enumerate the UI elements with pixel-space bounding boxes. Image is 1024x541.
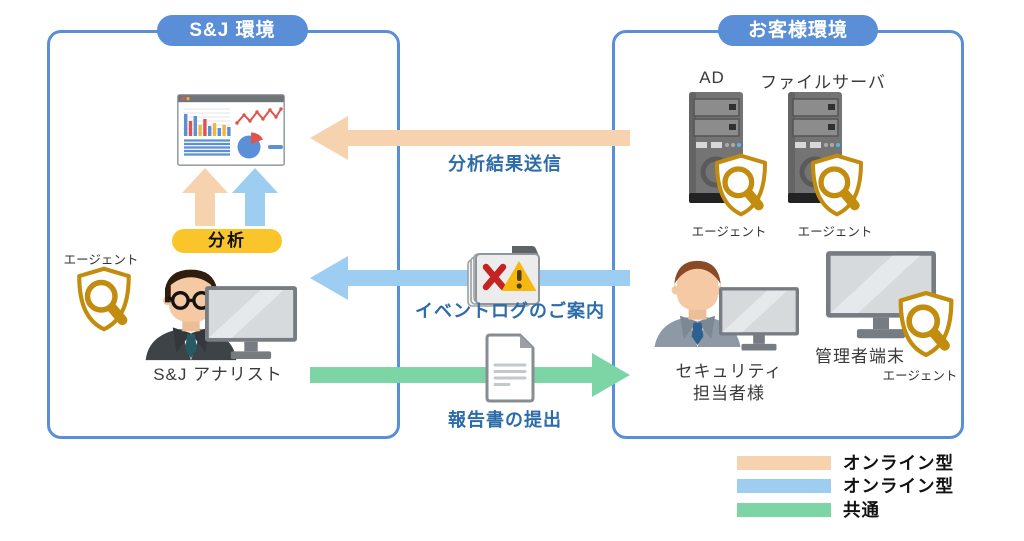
security-officer-label-line1: セキュリティ: [675, 362, 783, 381]
report-arrow: [310, 353, 630, 397]
legend-label-online-blue: オンライン型: [843, 476, 954, 496]
security-officer-monitor-icon: [719, 287, 799, 354]
ad-server-label: AD: [699, 68, 725, 87]
analysis-label: 分析: [172, 229, 282, 253]
analysis-input-up-arrow-online-icon: [182, 168, 228, 226]
sj-agent-shield-icon: [73, 266, 135, 332]
analyst-label: S&J アナリスト: [153, 365, 283, 384]
legend-label-common: 共通: [843, 500, 880, 520]
legend-label-online-orange: オンライン型: [843, 453, 954, 473]
analysis-input-up-arrow-event-icon: [232, 168, 278, 226]
file-server-agent-shield-icon: [808, 153, 866, 217]
report-label: 報告書の提出: [448, 410, 562, 430]
legend-swatch-common: [737, 502, 831, 517]
legend-row-common: 共通: [737, 497, 880, 522]
analysis-result-label: 分析結果送信: [448, 154, 562, 174]
ad-agent-label: エージェント: [691, 225, 767, 239]
report-document-icon: [482, 332, 538, 404]
legend-row-online-orange: オンライン型: [737, 450, 954, 475]
legend-swatch-online-blue: [737, 478, 831, 493]
file-server-agent-label: エージェント: [797, 225, 873, 239]
legend-row-online-blue: オンライン型: [737, 473, 954, 498]
ad-agent-shield-icon: [712, 153, 770, 217]
security-officer-label-line2: 担当者様: [693, 384, 765, 403]
sj-agent-label: エージェント: [63, 253, 139, 267]
admin-agent-label: エージェント: [882, 369, 958, 383]
analyst-monitor-icon: [205, 286, 297, 363]
file-server-label: ファイルサーバ: [760, 73, 886, 92]
sj-environment-title: S&J 環境: [157, 15, 308, 46]
admin-terminal-label: 管理者端末: [815, 347, 905, 366]
customer-environment-title: お客様環境: [718, 15, 878, 46]
analysis-dashboard-icon: [177, 94, 285, 166]
legend-swatch-online-orange: [737, 455, 831, 470]
event-log-label: イベントログのご案内: [415, 301, 605, 321]
